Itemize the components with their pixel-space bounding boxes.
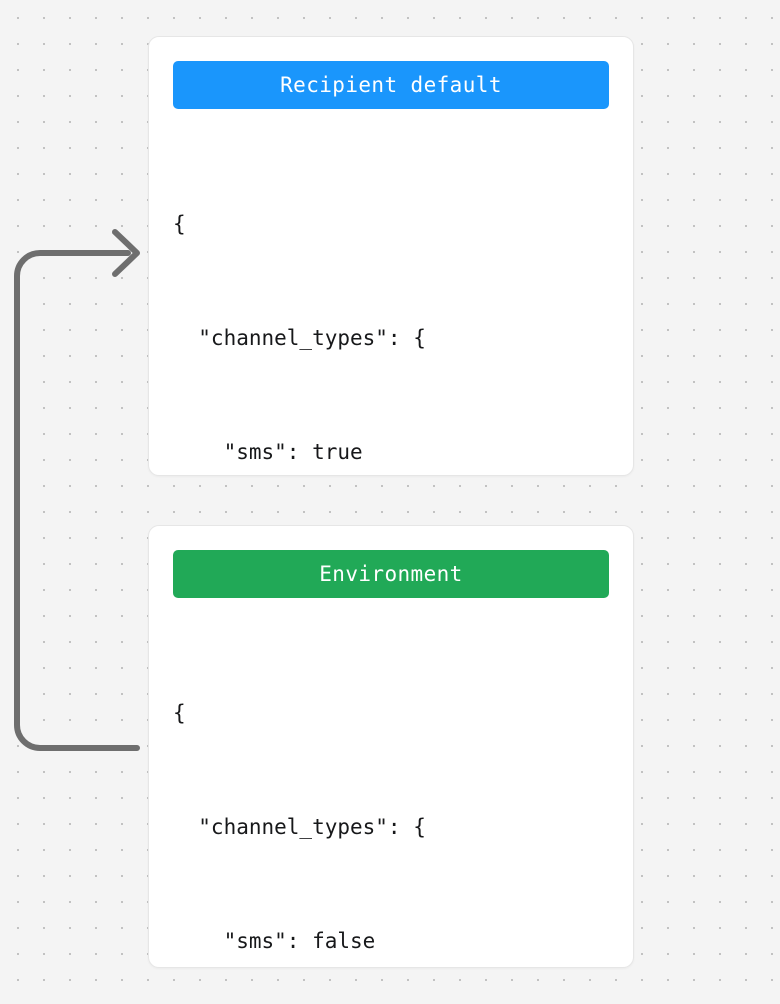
- code-line: {: [173, 212, 186, 236]
- card-environment: Environment { "channel_types": { "sms": …: [148, 525, 634, 968]
- code-line: "sms": true: [173, 440, 363, 464]
- badge-recipient-default-label: Recipient default: [280, 73, 502, 97]
- card-recipient-default: Recipient default { "channel_types": { "…: [148, 36, 634, 920]
- badge-environment-label: Environment: [319, 562, 463, 586]
- code-line: {: [173, 701, 186, 725]
- code-line: "sms": false: [173, 929, 376, 953]
- code-block-environment: { "channel_types": { "sms": false }, "ca…: [173, 618, 609, 1004]
- code-line: "channel_types": {: [173, 326, 426, 350]
- code-line: "channel_types": {: [173, 815, 426, 839]
- badge-environment: Environment: [173, 550, 609, 598]
- flow-arrow-head-icon: [112, 229, 140, 277]
- badge-recipient-default: Recipient default: [173, 61, 609, 109]
- flow-arrow-path: [14, 250, 140, 751]
